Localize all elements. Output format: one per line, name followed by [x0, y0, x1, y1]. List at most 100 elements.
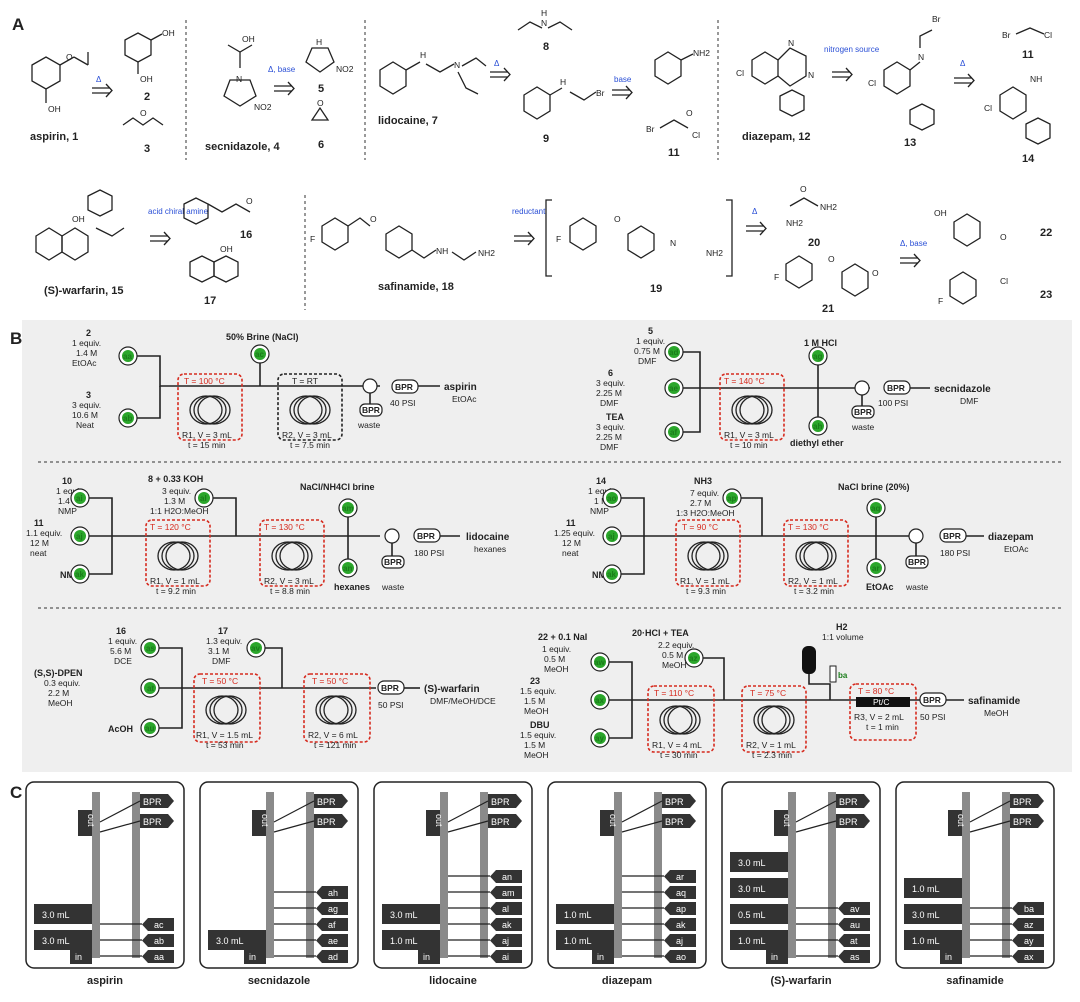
port-chip: az — [970, 918, 1044, 931]
svg-text:MeOH: MeOH — [48, 698, 73, 708]
svg-text:1 equiv.: 1 equiv. — [56, 486, 85, 496]
svg-text:3: 3 — [86, 390, 91, 400]
svg-text:in: in — [771, 952, 778, 962]
separator-icon — [362, 378, 378, 394]
svg-text:1 equiv.: 1 equiv. — [542, 644, 571, 654]
compound-5-structure: H NO2 — [305, 37, 354, 74]
compound-label-3: 3 — [144, 143, 150, 155]
panel-c-label: C — [10, 783, 22, 802]
svg-text:out: out — [782, 814, 792, 827]
compound-label-22: 22 — [1040, 227, 1052, 239]
retro-arrow — [274, 81, 295, 96]
svg-text:BPR: BPR — [317, 817, 336, 827]
svg-text:BPR: BPR — [943, 531, 961, 541]
svg-text:aw: aw — [594, 658, 605, 667]
svg-text:NaCl/NH4Cl brine: NaCl/NH4Cl brine — [300, 482, 375, 492]
retro-arrow — [150, 231, 171, 246]
port-chip: ac — [100, 918, 174, 931]
svg-text:TEA: TEA — [606, 412, 625, 422]
port-chip: as — [796, 950, 870, 963]
coil-icon — [659, 705, 701, 735]
svg-text:12 M: 12 M — [30, 538, 49, 548]
svg-text:MeOH: MeOH — [524, 706, 549, 716]
svg-text:Cl: Cl — [1000, 276, 1008, 286]
port-chip: ab — [100, 934, 174, 947]
svg-text:as: as — [146, 644, 155, 653]
svg-text:EtOAc: EtOAc — [1004, 544, 1029, 554]
svg-text:ar: ar — [676, 872, 684, 882]
svg-text:5: 5 — [648, 326, 653, 336]
compound-label-secnidazole: secnidazole, 4 — [205, 141, 280, 153]
svg-text:NaCl brine (20%): NaCl brine (20%) — [838, 482, 910, 492]
svg-text:BPR: BPR — [854, 407, 872, 417]
svg-text:50 PSI: 50 PSI — [378, 700, 404, 710]
svg-text:ak: ak — [75, 570, 84, 579]
svg-text:H: H — [420, 50, 426, 60]
product-diazepam: diazepam — [988, 532, 1034, 543]
svg-text:aj: aj — [502, 936, 509, 946]
reactor-box — [719, 373, 785, 441]
svg-text:180 PSI: 180 PSI — [940, 548, 970, 558]
svg-text:3.0 mL: 3.0 mL — [738, 858, 766, 868]
svg-text:T = 50 °C: T = 50 °C — [312, 676, 348, 686]
bpr-chip: BPR — [836, 794, 870, 808]
coil-icon — [289, 395, 331, 425]
svg-text:0.3 equiv.: 0.3 equiv. — [44, 678, 80, 688]
svg-text:t = 3.2 min: t = 3.2 min — [794, 586, 834, 596]
compound-17-structure: OH — [189, 244, 239, 283]
svg-text:ar: ar — [872, 564, 880, 573]
compound-label-6: 6 — [318, 139, 324, 151]
svg-text:OH: OH — [220, 244, 233, 254]
svg-text:O: O — [246, 196, 253, 206]
port-chip: ap — [622, 902, 696, 915]
retro-arrow — [832, 67, 853, 82]
port-chip: aj — [448, 934, 522, 947]
svg-text:3.0 mL: 3.0 mL — [390, 910, 418, 920]
compound-8-structure: NH — [517, 8, 573, 31]
svg-text:T = RT: T = RT — [292, 376, 318, 386]
svg-text:al: al — [200, 494, 207, 503]
svg-text:1.0 mL: 1.0 mL — [912, 936, 940, 946]
rail — [1002, 792, 1010, 958]
svg-text:waste: waste — [381, 582, 404, 592]
svg-text:ax: ax — [595, 696, 604, 705]
compound-label-23: 23 — [1040, 289, 1052, 301]
svg-text:N: N — [236, 74, 242, 84]
svg-text:hexanes: hexanes — [334, 582, 370, 592]
secnidazole-structure: OH N NO2 — [223, 34, 272, 112]
retro-arrow — [900, 253, 921, 268]
svg-text:Cl: Cl — [736, 68, 744, 78]
port-chip: ad — [274, 950, 348, 963]
port-chip: an — [448, 870, 522, 883]
svg-text:out: out — [434, 814, 444, 827]
arrow-label: nitrogen source — [824, 45, 880, 54]
retro-arrow — [514, 231, 535, 246]
compound-label-safinamide: safinamide, 18 — [378, 281, 454, 293]
svg-text:DMF: DMF — [960, 396, 978, 406]
svg-text:2.25 M: 2.25 M — [596, 388, 622, 398]
port-chip: ao — [622, 950, 696, 963]
svg-text:F: F — [938, 296, 943, 306]
svg-text:BPR: BPR — [1013, 817, 1032, 827]
svg-text:DMF: DMF — [212, 656, 230, 666]
reactor-box — [259, 519, 325, 587]
svg-text:T = 120 °C: T = 120 °C — [150, 522, 191, 532]
svg-text:aa: aa — [154, 952, 164, 962]
svg-text:11: 11 — [34, 518, 44, 528]
reactor-box — [849, 683, 917, 741]
svg-text:NH2: NH2 — [478, 248, 495, 258]
svg-text:ba: ba — [1024, 904, 1034, 914]
bpr-chip: BPR — [314, 794, 348, 808]
gas-cylinder-icon — [802, 646, 816, 674]
compound-13-structure: N Br Cl — [868, 14, 941, 131]
svg-text:EtOAc: EtOAc — [866, 582, 894, 592]
svg-text:2.7 M: 2.7 M — [690, 498, 711, 508]
svg-text:ad: ad — [328, 952, 338, 962]
svg-text:22 + 0.1 NaI: 22 + 0.1 NaI — [538, 632, 587, 642]
svg-text:1.0 mL: 1.0 mL — [912, 884, 940, 894]
coil-icon — [315, 695, 357, 725]
port-chip: ak — [622, 918, 696, 931]
svg-text:1 equiv.: 1 equiv. — [72, 338, 101, 348]
